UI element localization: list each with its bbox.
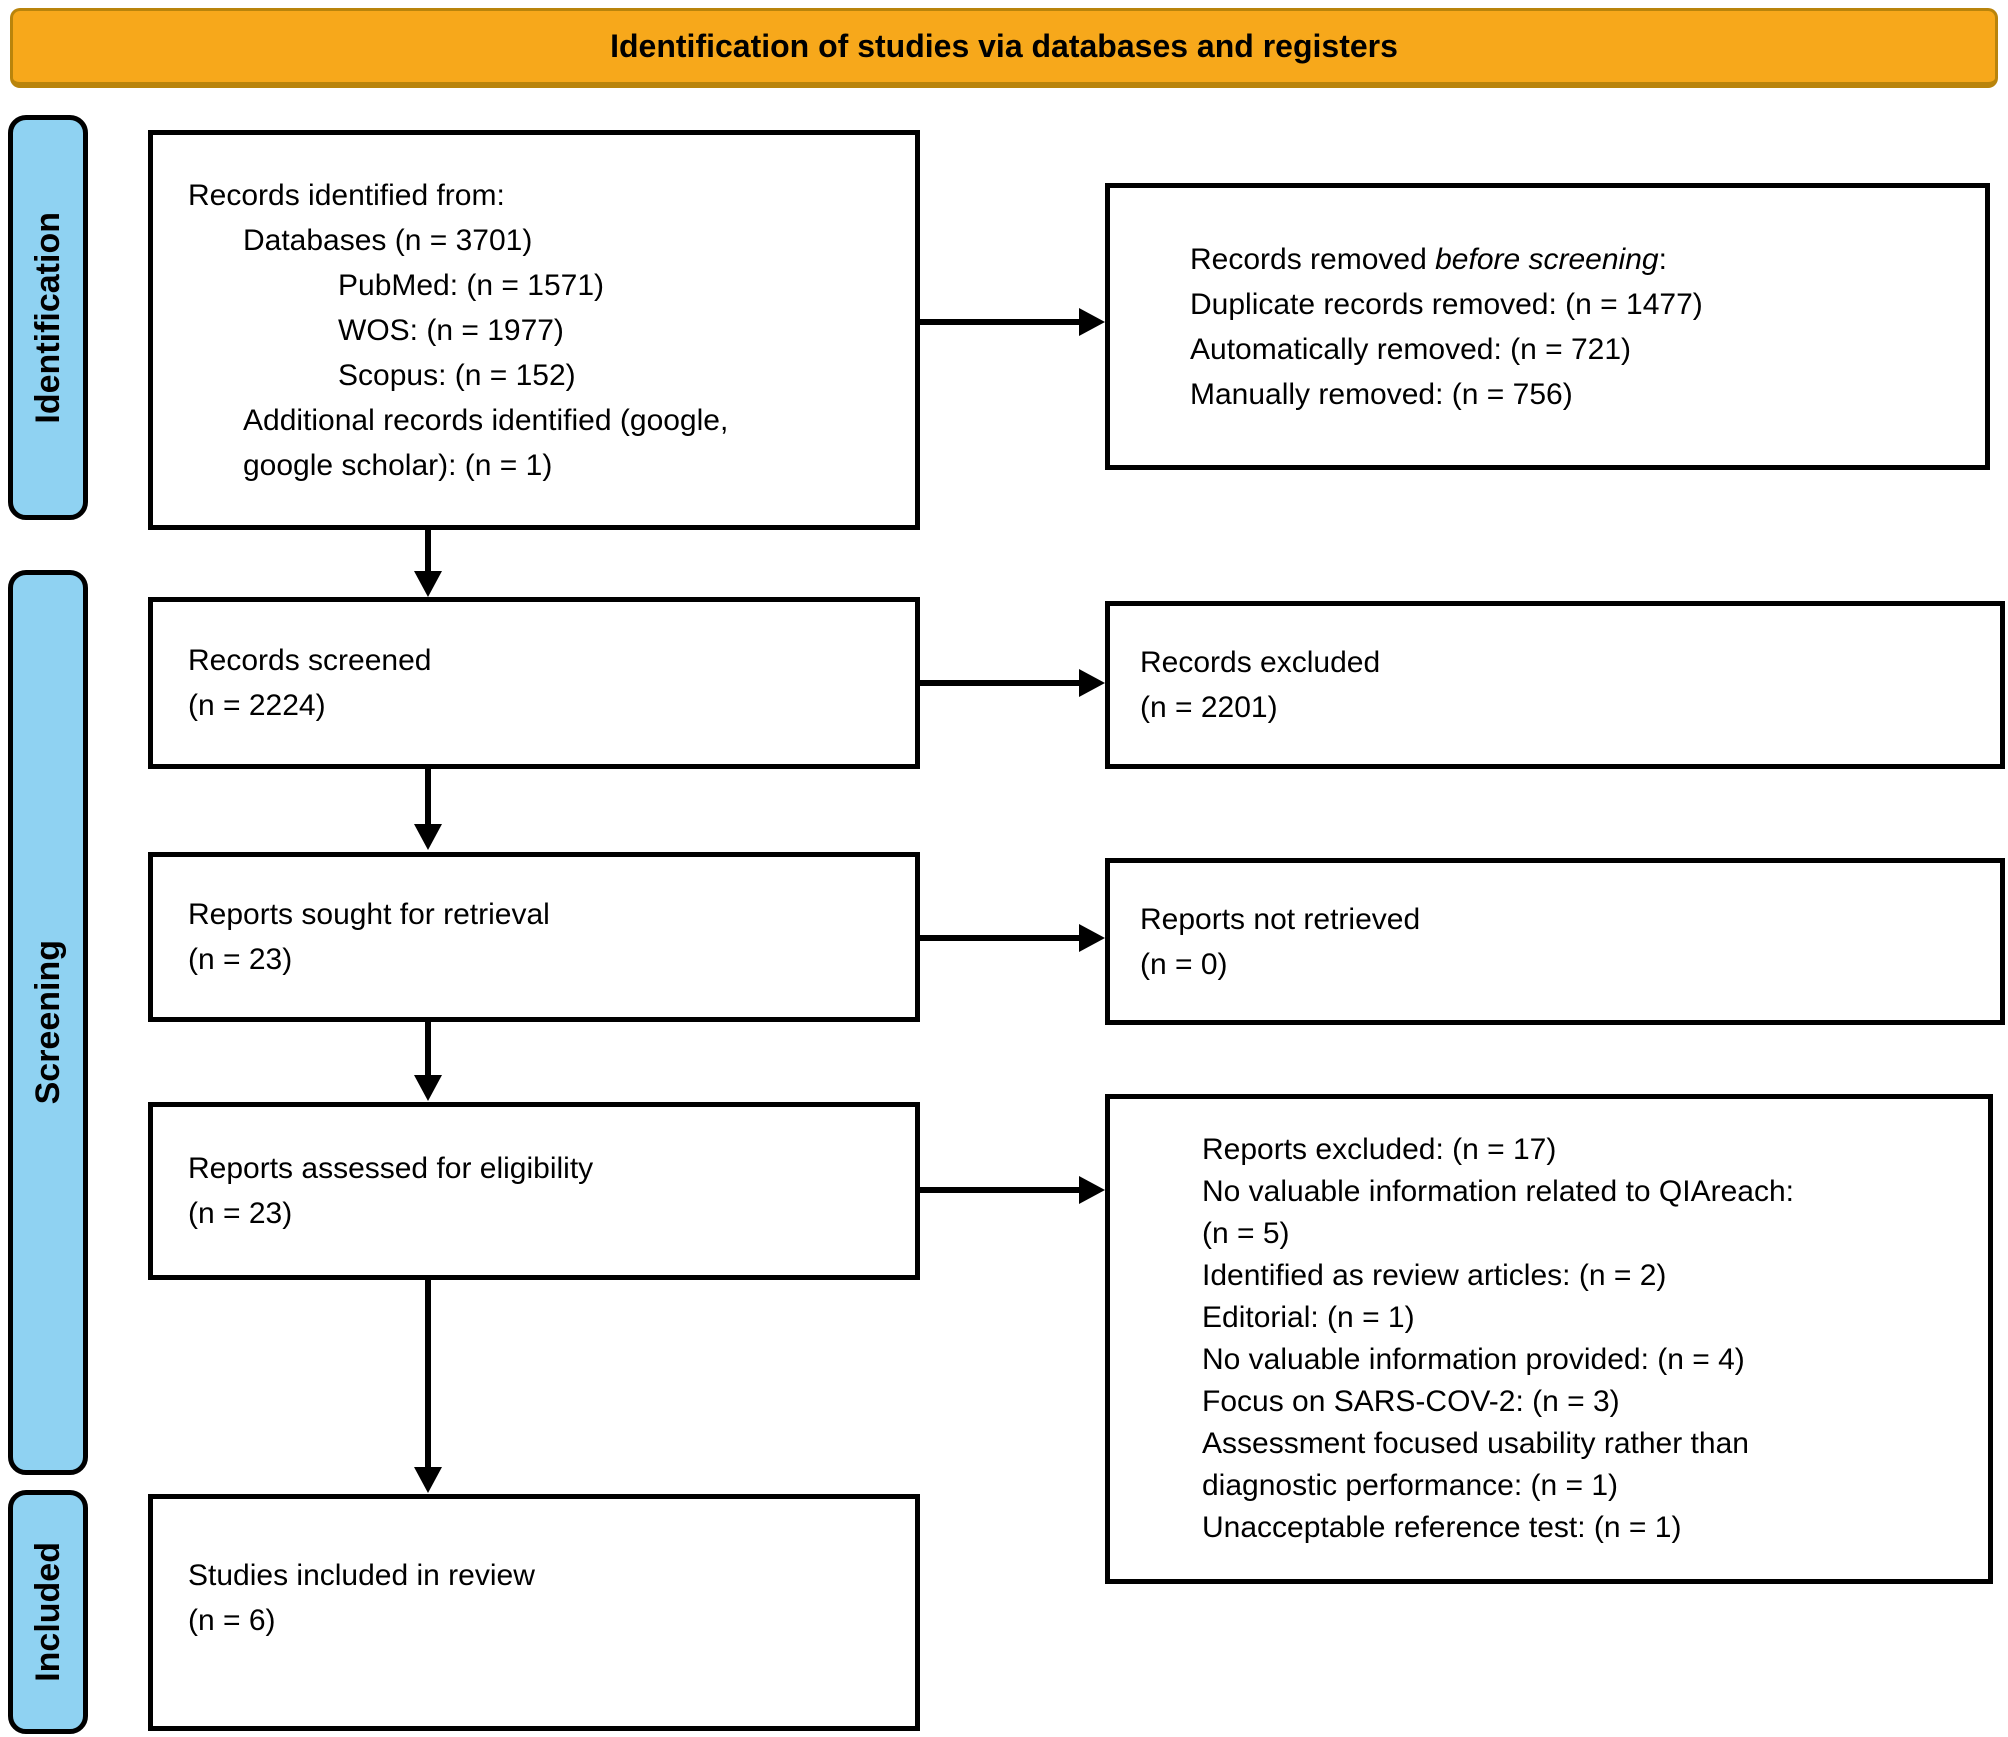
box-reports-not-retrieved: Reports not retrieved (n = 0)	[1105, 858, 2005, 1025]
arrowhead-right-icon	[1079, 308, 1105, 336]
text-line: (n = 2201)	[1140, 691, 1278, 724]
text-line: Assessment focused usability rather than	[1202, 1427, 1749, 1460]
arrow-line	[920, 680, 1080, 686]
box-records-excluded: Records excluded (n = 2201)	[1105, 601, 2005, 769]
text-line: Reports assessed for eligibility	[188, 1152, 594, 1185]
rail-included: Included	[8, 1490, 88, 1734]
arrow-line	[920, 1187, 1080, 1193]
text-line: Records screened	[188, 644, 432, 677]
rail-screening-label: Screening	[28, 940, 67, 1105]
arrowhead-right-icon	[1079, 669, 1105, 697]
rail-identification: Identification	[8, 115, 88, 520]
text-line: Duplicate records removed: (n = 1477)	[1190, 287, 1703, 321]
text-line: WOS: (n = 1977)	[338, 313, 564, 347]
box-records-screened: Records screened (n = 2224)	[148, 597, 920, 769]
box-studies-included: Studies included in review (n = 6)	[148, 1494, 920, 1731]
rail-included-label: Included	[28, 1542, 67, 1682]
box-reports-sought: Reports sought for retrieval (n = 23)	[148, 852, 920, 1022]
text-segment-italic: before screening	[1435, 242, 1659, 276]
text-line: (n = 23)	[188, 943, 293, 976]
box-records-identified: Records identified from: Databases (n = …	[148, 130, 920, 530]
text-line: (n = 2224)	[188, 689, 326, 722]
text-line: Studies included in review	[188, 1558, 535, 1592]
text-line: No valuable information provided: (n = 4…	[1202, 1343, 1745, 1376]
arrow-line	[425, 1280, 431, 1468]
text-line: PubMed: (n = 1571)	[338, 268, 605, 302]
text-line: Databases (n = 3701)	[243, 223, 533, 257]
text-line: Additional records identified (google,	[243, 403, 729, 437]
header-title: Identification of studies via databases …	[610, 28, 1398, 64]
text-line: Records identified from:	[188, 178, 505, 212]
rail-screening: Screening	[8, 570, 88, 1475]
arrowhead-right-icon	[1079, 924, 1105, 952]
text-line: google scholar): (n = 1)	[243, 448, 553, 482]
text-line: Manually removed: (n = 756)	[1190, 377, 1573, 411]
text-segment: Records removed	[1190, 242, 1436, 276]
box-reports-excluded: Reports excluded: (n = 17) No valuable i…	[1105, 1094, 1993, 1584]
arrowhead-down-icon	[414, 571, 442, 597]
text-line: Reports sought for retrieval	[188, 898, 550, 931]
text-line: (n = 0)	[1140, 947, 1228, 981]
text-line: Focus on SARS-COV-2: (n = 3)	[1202, 1385, 1620, 1418]
text-line: Reports excluded: (n = 17)	[1202, 1133, 1557, 1166]
header-banner: Identification of studies via databases …	[10, 8, 1998, 88]
box-reports-assessed: Reports assessed for eligibility (n = 23…	[148, 1102, 920, 1280]
arrow-line	[920, 319, 1080, 325]
arrow-line	[920, 935, 1080, 941]
text-segment: :	[1658, 242, 1667, 276]
box-records-removed: Records removed before screening: Duplic…	[1105, 183, 1990, 470]
text-line: (n = 6)	[188, 1603, 276, 1637]
text-line: diagnostic performance: (n = 1)	[1202, 1469, 1619, 1502]
arrow-line	[425, 769, 431, 825]
arrow-line	[425, 1022, 431, 1076]
text-line: Reports not retrieved	[1140, 902, 1421, 936]
text-line: (n = 23)	[188, 1197, 293, 1230]
text-line: Scopus: (n = 152)	[338, 358, 576, 392]
arrowhead-right-icon	[1079, 1176, 1105, 1204]
arrowhead-down-icon	[414, 1467, 442, 1493]
text-line: Automatically removed: (n = 721)	[1190, 332, 1632, 366]
arrowhead-down-icon	[414, 824, 442, 850]
arrow-line	[425, 530, 431, 572]
text-line: Identified as review articles: (n = 2)	[1202, 1259, 1667, 1292]
text-line: Records removed before screening:	[1190, 237, 1985, 282]
rail-identification-label: Identification	[28, 211, 67, 424]
arrowhead-down-icon	[414, 1075, 442, 1101]
text-line: Editorial: (n = 1)	[1202, 1301, 1415, 1334]
text-line: Unacceptable reference test: (n = 1)	[1202, 1511, 1682, 1544]
text-line: (n = 5)	[1202, 1217, 1290, 1250]
text-line: No valuable information related to QIAre…	[1202, 1175, 1794, 1208]
text-line: Records excluded	[1140, 646, 1381, 679]
